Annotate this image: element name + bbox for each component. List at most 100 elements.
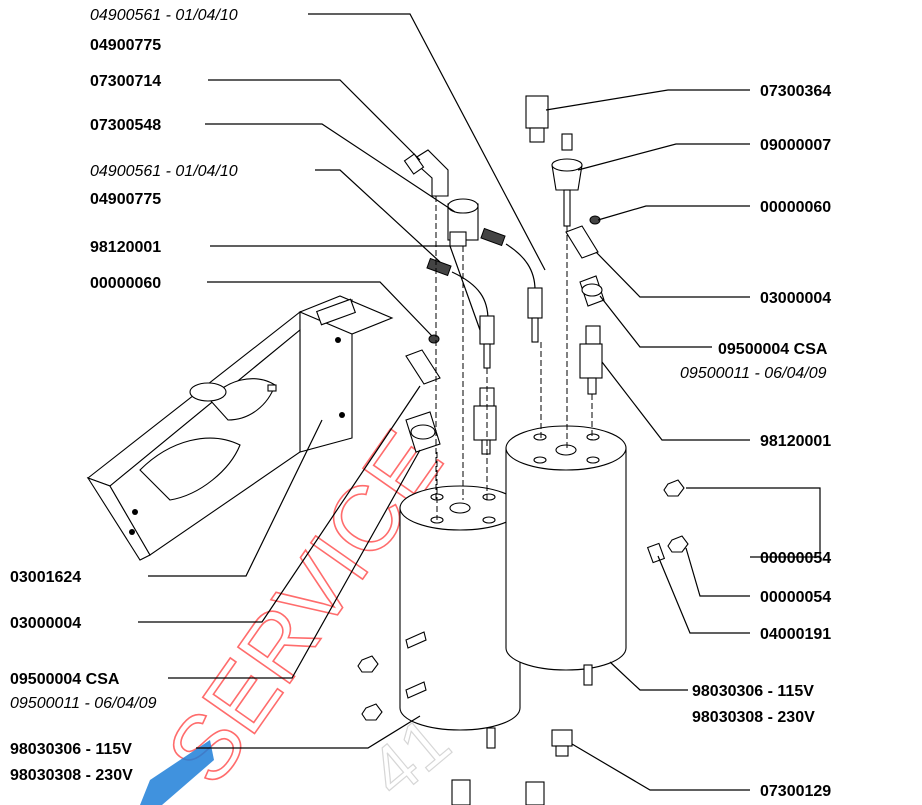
bracket-screw-hole-2 — [129, 529, 135, 535]
tank-left-body — [399, 507, 521, 731]
label-part-04900561-mid: 04900561 - 01/04/10 — [90, 163, 238, 180]
probe-body — [479, 315, 495, 345]
label-part-98120001-left: 98120001 — [90, 239, 161, 256]
label-part-03000004-right: 03000004 — [760, 290, 831, 307]
clip-bracket-right — [565, 225, 599, 259]
label-part-00000060-left: 00000060 — [90, 275, 161, 292]
label-part-07300548: 07300548 — [90, 117, 161, 134]
label-part-09000007: 09000007 — [760, 137, 831, 154]
leader-l04 — [205, 123, 456, 213]
logo-corner — [140, 740, 214, 805]
nut-hex — [663, 479, 685, 497]
solenoid-valve — [447, 198, 479, 247]
leader-l18 — [657, 555, 750, 634]
label-part-98030308-right: 98030308 - 230V — [692, 709, 815, 726]
bracket-screw-hole-4 — [339, 412, 345, 418]
clip-bracket-left — [405, 349, 441, 385]
fitting-body — [525, 95, 549, 129]
nut-hex-2 — [667, 535, 689, 553]
thermostat-left-cap — [410, 424, 436, 440]
label-part-00000054-a: 00000054 — [760, 550, 831, 567]
label-part-07300364: 07300364 — [760, 83, 831, 100]
leader-l22 — [148, 419, 323, 577]
elbow-body — [411, 149, 449, 197]
boiler-tank-right — [505, 425, 627, 686]
top-fitting — [525, 95, 549, 143]
probe-connector-2 — [480, 227, 506, 247]
tank-left-port-5 — [482, 516, 496, 524]
part-labels: 04900561 - 01/04/10 04900775 07300714 07… — [10, 7, 831, 800]
elbow-nut — [403, 153, 425, 175]
safety-valve-left-stem — [481, 439, 491, 455]
leader-l17 — [685, 547, 750, 597]
label-part-98030306-left: 98030306 - 115V — [10, 741, 132, 758]
label-part-03001624: 03001624 — [10, 569, 81, 586]
nut-hex-3 — [357, 655, 379, 673]
bracket-slot — [315, 298, 357, 326]
label-part-00000054-b: 00000054 — [760, 589, 831, 606]
safety-valve-left-body — [473, 405, 497, 441]
bracket-tab — [267, 384, 277, 392]
bottom-fitting-nipple — [555, 745, 569, 757]
sensor-stem — [563, 189, 571, 227]
sensor-cap — [561, 133, 573, 151]
tank-left-port-3 — [482, 493, 496, 501]
label-part-98030308-left: 98030308 - 230V — [10, 767, 133, 784]
elbow-fitting — [403, 149, 449, 197]
leader-l05 — [315, 169, 441, 263]
leader-l26 — [196, 715, 421, 749]
bracket-hole — [189, 382, 227, 402]
label-part-07300129: 07300129 — [760, 783, 831, 800]
sensor-top — [551, 158, 583, 172]
label-part-04000191: 04000191 — [760, 626, 831, 643]
level-probe-left — [426, 257, 495, 369]
safety-valve-right-stem — [587, 377, 597, 395]
tank-right-port-4 — [533, 456, 547, 464]
bottom-fitting-2 — [451, 779, 471, 805]
clip-right — [565, 215, 605, 307]
safety-valve-right — [579, 325, 603, 395]
leader-lines — [138, 13, 821, 791]
bottom-fitting — [551, 729, 573, 757]
leader-l16 — [686, 487, 821, 558]
probe-cable — [451, 271, 489, 321]
bracket-cutout — [139, 437, 241, 501]
label-part-09500011-left: 09500011 - 06/04/09 — [10, 695, 157, 712]
label-part-07300714: 07300714 — [90, 73, 161, 90]
label-part-09500004-right: 09500004 CSA — [718, 341, 828, 358]
label-part-98030306-right: 98030306 - 115V — [692, 683, 814, 700]
safety-valve-left — [473, 387, 497, 455]
probe-body-2 — [527, 287, 543, 319]
leader-l11 — [597, 205, 750, 221]
leader-l23 — [138, 385, 421, 623]
probe-tip — [483, 343, 491, 369]
probe-cable-2 — [505, 243, 536, 291]
label-part-04900775-top: 04900775 — [90, 37, 161, 54]
leader-l08 — [207, 281, 433, 337]
label-part-98120001-right: 98120001 — [760, 433, 831, 450]
valve-port — [449, 231, 467, 247]
label-part-00000060-right: 00000060 — [760, 199, 831, 216]
leader-l24 — [168, 449, 421, 679]
thermostat-right-cap — [581, 283, 603, 297]
washer — [646, 542, 666, 564]
clip-left — [405, 334, 441, 453]
nut-hex-4 — [361, 703, 383, 721]
leader-l15 — [601, 361, 750, 441]
fitting-nipple — [529, 127, 545, 143]
nut-small-left — [428, 334, 440, 344]
tank-right-port-3 — [586, 433, 600, 441]
boiler-tank-left — [399, 485, 521, 749]
label-part-03000004-left: 03000004 — [10, 615, 81, 632]
leader-l12 — [595, 251, 750, 298]
leader-l21 — [571, 743, 750, 791]
bottom-fitting-body — [551, 729, 573, 747]
label-part-09500004-left: 09500004 CSA — [10, 671, 120, 688]
pressure-sensor — [551, 133, 583, 227]
bracket-screw-hole — [132, 509, 138, 515]
tank-left-fitting-2 — [405, 681, 427, 699]
leader-l03 — [208, 79, 421, 161]
valve-top — [447, 198, 479, 214]
